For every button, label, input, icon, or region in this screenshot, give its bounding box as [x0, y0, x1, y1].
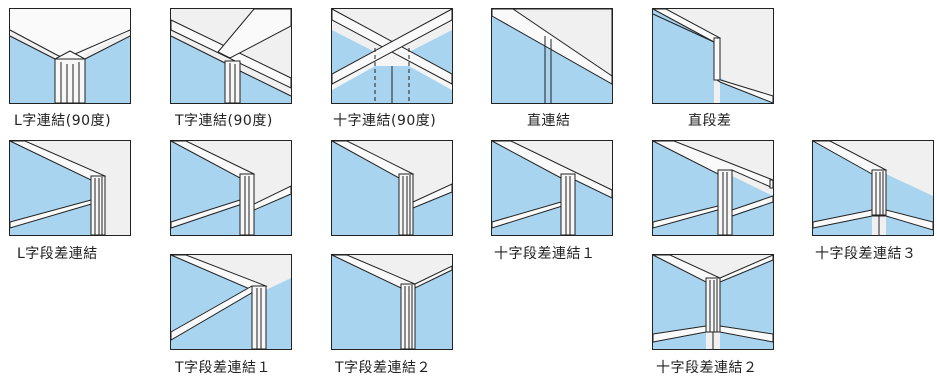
straight-joint-diagram	[491, 8, 613, 104]
t-step-joint-b-diagram	[331, 140, 453, 236]
caption-cross-step-2: 十字段差連結２	[656, 360, 758, 376]
t-step-joint-2-diagram	[331, 254, 453, 350]
t-step-joint-a-diagram	[170, 140, 292, 236]
l-joint-90-diagram	[9, 8, 131, 104]
caption-cross-joint-90: 十字連結(90度)	[333, 113, 437, 129]
caption-l-step-joint: L字段差連結	[17, 246, 98, 262]
caption-t-joint-90: T字連結(90度)	[175, 113, 273, 129]
l-step-joint-diagram	[9, 140, 131, 236]
caption-cross-step-1: 十字段差連結１	[494, 246, 596, 262]
cross-step-joint-2-diagram	[652, 254, 774, 350]
cross-step-joint-1-diagram	[491, 140, 613, 236]
caption-straight-joint: 直連結	[527, 113, 571, 129]
cross-step-joint-2-top-diagram	[652, 140, 774, 236]
t-step-joint-1-diagram	[170, 254, 292, 350]
caption-straight-step: 直段差	[688, 113, 732, 129]
caption-l-joint-90: L字連結(90度)	[14, 113, 112, 129]
cross-joint-90-diagram	[331, 8, 453, 104]
straight-step-diagram	[652, 8, 774, 104]
caption-t-step-1: T字段差連結１	[175, 360, 272, 376]
cross-step-joint-3-diagram	[812, 140, 934, 236]
t-joint-90-diagram	[170, 8, 292, 104]
caption-t-step-2: T字段差連結２	[335, 360, 432, 376]
caption-cross-step-3: 十字段差連結３	[815, 246, 917, 262]
